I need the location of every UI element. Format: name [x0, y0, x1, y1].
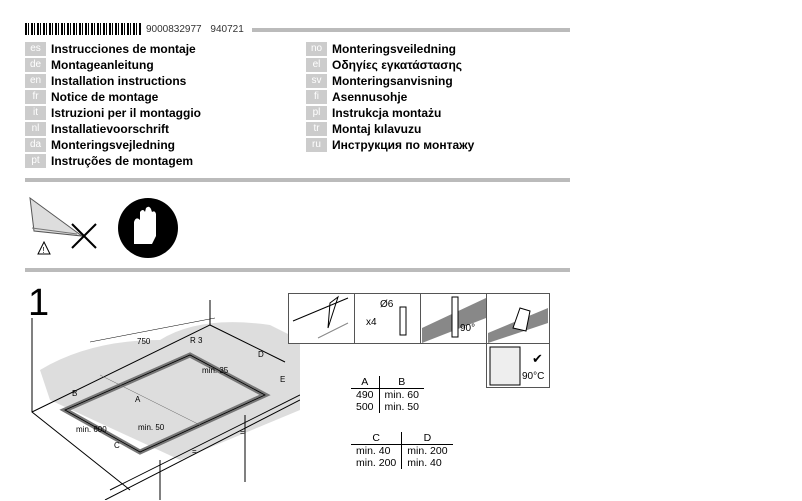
countertop-shading — [40, 322, 300, 460]
language-code: da — [25, 137, 46, 152]
equal-label: = — [192, 447, 197, 456]
label-e: E — [280, 375, 285, 384]
cell: min. 40 — [351, 444, 403, 457]
language-item-tr: tr Montaj kılavuzu — [306, 121, 421, 136]
hole-count: x4 — [366, 317, 377, 328]
cell: 500 — [351, 401, 380, 413]
language-code: en — [25, 73, 46, 88]
language-code: fi — [306, 89, 327, 104]
language-code: no — [306, 41, 327, 56]
label-c: C — [114, 441, 120, 450]
header-d: D — [401, 432, 453, 445]
language-title: Instrucciones de montaje — [51, 41, 196, 56]
language-item-pt: pt Instruções de montagem — [25, 153, 193, 168]
table-row: 490 min. 60 — [351, 388, 424, 401]
wear-gloves-icon — [118, 198, 178, 258]
language-title: Asennusohje — [332, 89, 408, 104]
language-title: Monteringsveiledning — [332, 41, 457, 56]
language-code: it — [25, 105, 46, 120]
cell: min. 60 — [384, 389, 419, 401]
temperature-label: 90°C — [522, 371, 544, 382]
svg-text:!: ! — [43, 246, 45, 255]
language-title: Istruzioni per il montaggio — [51, 105, 201, 120]
min50-label: min. 50 — [138, 423, 165, 432]
language-code: el — [306, 57, 327, 72]
language-code: pl — [306, 105, 327, 120]
code-number: 9000832977 — [146, 24, 202, 35]
cell: min. 200 — [351, 457, 403, 469]
language-title: Monteringsvejledning — [51, 137, 176, 152]
min600-label: min. 600 — [76, 425, 107, 434]
language-item-da: da Monteringsvejledning — [25, 137, 175, 152]
sharp-edge-warning-icon: ! — [29, 196, 97, 255]
document-code: 9000832977 940721 — [146, 24, 244, 35]
language-code: sv — [306, 73, 327, 88]
cell: min. 50 — [384, 401, 419, 413]
cell: min. 40 — [407, 457, 442, 469]
language-title: Installatievoorschrift — [51, 121, 170, 136]
language-code: pt — [25, 153, 46, 168]
language-item-pl: pl Instrukcja montażu — [306, 105, 441, 120]
language-item-it: it Istruzioni per il montaggio — [25, 105, 201, 120]
language-item-ru: ru Инструкция по монтажу — [306, 137, 474, 152]
language-title: Instrukcja montażu — [332, 105, 442, 120]
language-item-el: el Οδηγίες εγκατάστασης — [306, 57, 462, 72]
language-item-es: es Instrucciones de montaje — [25, 41, 196, 56]
language-title: Montaj kılavuzu — [332, 121, 422, 136]
divider — [25, 178, 570, 182]
header-b: B — [379, 376, 424, 389]
cell: 490 — [351, 388, 380, 401]
radius-label: R 3 — [190, 336, 203, 345]
language-item-en: en Installation instructions — [25, 73, 186, 88]
header-a: A — [351, 376, 380, 389]
checkmark-icon: ✔ — [532, 351, 543, 366]
language-item-fi: fi Asennusohje — [306, 89, 407, 104]
language-code: nl — [25, 121, 46, 136]
language-title: Installation instructions — [51, 73, 187, 88]
code-date: 940721 — [210, 24, 244, 35]
language-item-no: no Monteringsveiledning — [306, 41, 456, 56]
table-row: 500 min. 50 — [351, 401, 424, 413]
language-code: tr — [306, 121, 327, 136]
table-row: min. 200 min. 40 — [351, 457, 453, 469]
language-code: de — [25, 57, 46, 72]
language-code: es — [25, 41, 46, 56]
language-title: Monteringsanvisning — [332, 73, 453, 88]
table-row: min. 40 min. 200 — [351, 444, 453, 457]
language-title: Инструкция по монтажу — [332, 137, 475, 152]
language-item-sv: sv Monteringsanvisning — [306, 73, 453, 88]
header-c: C — [351, 432, 403, 445]
language-title: Instruções de montagem — [51, 153, 194, 168]
drill-diameter: Ø6 — [380, 299, 394, 310]
label-b: B — [72, 389, 77, 398]
min35-label: min. 35 — [202, 366, 229, 375]
label-d: D — [258, 350, 264, 359]
language-code: fr — [25, 89, 46, 104]
barcode — [25, 23, 141, 35]
language-item-nl: nl Installatievoorschrift — [25, 121, 169, 136]
language-title: Montageanleitung — [51, 57, 154, 72]
width-label: 750 — [137, 337, 151, 346]
equal-label: = — [240, 428, 245, 437]
step-number: 1 — [28, 282, 50, 324]
language-title: Οδηγίες εγκατάστασης — [332, 57, 463, 72]
divider — [25, 268, 570, 272]
language-item-fr: fr Notice de montage — [25, 89, 158, 104]
cell: min. 200 — [407, 445, 448, 457]
angle-label: 90° — [460, 323, 475, 334]
language-title: Notice de montage — [51, 89, 159, 104]
language-code: ru — [306, 137, 327, 152]
language-item-de: de Montageanleitung — [25, 57, 154, 72]
warning-icons: ! — [29, 196, 178, 258]
cutout-diagram: 750 R 3 D min. 35 E B A min. 600 min. 50… — [31, 300, 300, 500]
label-a: A — [135, 395, 141, 404]
tool-steps: Ø6 x4 90° ✔ 90°C — [288, 293, 550, 388]
divider — [252, 28, 570, 32]
drilling-step — [354, 293, 421, 344]
